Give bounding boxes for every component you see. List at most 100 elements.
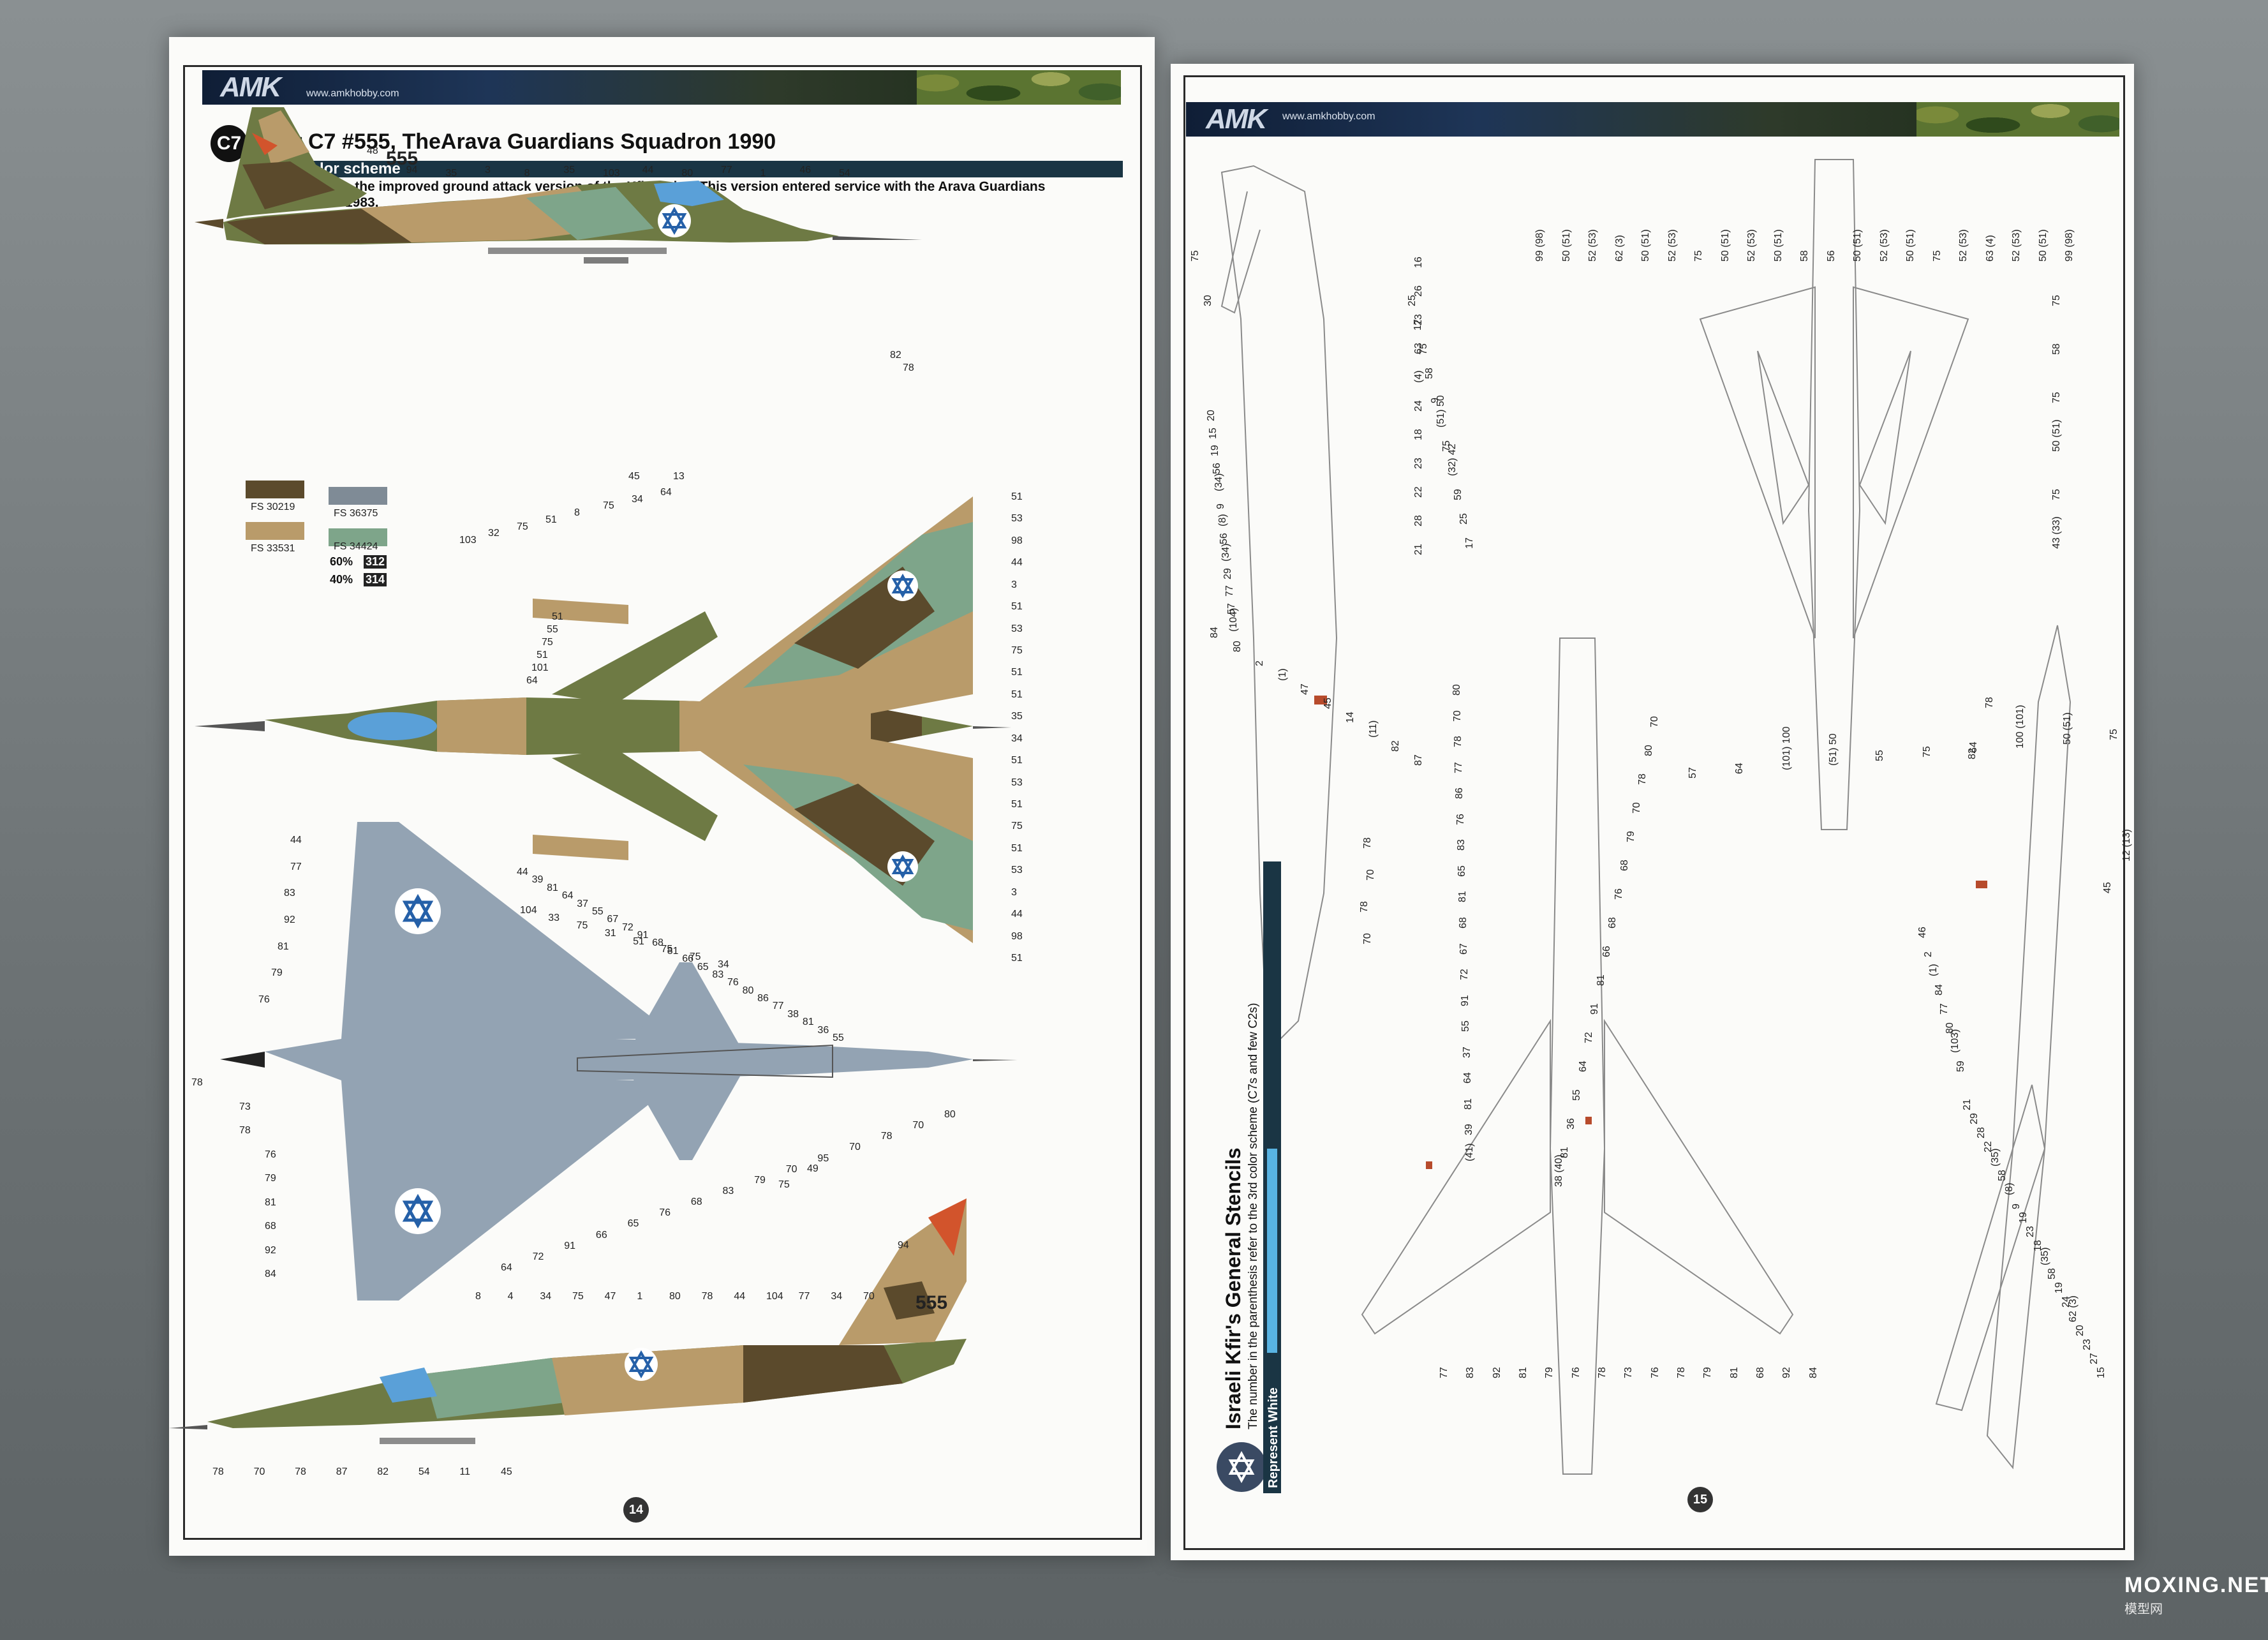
legend-label: Represent White [1266,1387,1280,1488]
side-bottom-callout: 82 [377,1466,389,1477]
stencil-c-callout: 68 [1755,1367,1766,1378]
swatch-fs33531 [246,522,304,540]
top-right-callout: 44 [1011,909,1023,920]
aircraft-drawings: 555 [169,107,1018,1444]
stencil-c-callout: 81 [1518,1367,1529,1378]
bottom-callout: 81 [547,882,558,893]
stencil-b-callout: 58 [1424,368,1435,379]
top-right-callout: 51 [1011,842,1023,854]
stencil-c-callout: 79 [1544,1367,1555,1378]
stencil-c-callout: 76 [1613,888,1624,900]
side-top-callout: 45 [628,471,640,482]
tail-number-top: 555 [386,148,418,169]
stencil-b-callout: 75 [1921,745,1932,757]
bottom-callout: 68 [652,937,663,949]
stencil-a-callout: (34) [1220,543,1232,562]
stencil-b-callout: 52 (53) [1746,229,1757,262]
stencil-b-callout: 52 (53) [2011,229,2022,262]
pct-60: 60% [330,555,353,568]
stencil-b-callout: 59 [1453,489,1464,500]
bottom-callout: 72 [622,921,634,933]
stencil-d-callout: 58 [1997,1169,2008,1181]
stencil-b-callout: 62 (3) [1613,235,1625,262]
stencil-b-callout: 50 (51) [1852,229,1863,262]
top-right-callout: 51 [1011,601,1023,613]
pct-40-number: 314 [364,573,387,586]
side-bottom-callout: 34 [831,1291,843,1302]
top-left-callout: 32 [488,528,500,539]
side-bottom-callout: 4 [507,1291,514,1302]
brand-bar [202,70,917,105]
brand-url: www.amkhobby.com [306,88,399,99]
stencil-a-callout: 2 [1254,660,1266,667]
stencil-b-callout: 100 (101) [2015,704,2026,749]
brand-logo-right: AMK [1206,103,1267,135]
left-page: AMK www.amkhobby.com C7 Kfir C7 #555, Th… [169,37,1155,1556]
swatch-label-fs30219: FS 30219 [251,502,295,512]
top-right-callout: 51 [1011,799,1023,810]
top-right-callout: 75 [1011,645,1023,656]
stencil-d-callout: (35) [2039,1247,2050,1266]
bottom-callout: 73 [239,1101,251,1112]
watermark-sub: 模型网 [2124,1602,2163,1616]
top-view [195,496,1011,943]
bottom-callout: 78 [239,1125,251,1136]
stencil-d-callout: 77 [1939,1003,1950,1015]
top-right-callout: 53 [1011,865,1023,876]
bottom-callout: 36 [817,1024,829,1036]
stencil-c-callout: 80 [1451,684,1462,696]
stencil-b-callout: 52 (53) [1666,229,1678,262]
top-left-callout: 8 [574,507,580,519]
stencil-c-callout: 37 [1461,1046,1472,1058]
stencil-b-callout: 75 [2051,489,2062,500]
bottom-callout: 37 [577,898,589,909]
stencil-b-callout: 17 [1412,319,1423,331]
bottom-callout: 44 [290,835,302,846]
left-page-frame [183,65,1142,1540]
side-top-callout: 46 [799,165,812,175]
stencil-d-callout: 2 [1922,951,1934,957]
stencil-c-callout: 77 [1439,1367,1449,1378]
star-of-david-roundel [1217,1442,1266,1492]
top-left-callout: 75 [517,521,528,532]
stencil-a-callout: 9 [1215,503,1226,509]
swatch-fs34424 [329,528,387,546]
stencil-a-callout: 45 [1322,697,1333,710]
stencil-a-callout: 78 [1359,901,1370,913]
stencil-c-callout: 76 [1455,813,1466,825]
stencil-a-callout: 75 [1190,250,1201,262]
stencil-d-callout: 28 [1976,1127,1987,1139]
bottom-callout: 72 [532,1251,544,1262]
stencil-drawings [1220,159,2072,1475]
bottom-callout: 70 [912,1120,924,1131]
top-left-callout: 75 [542,637,553,648]
stencil-d-callout: 45 [2102,882,2113,893]
side-top-callout: 35 [445,168,457,179]
top-right-callout: 53 [1011,623,1023,634]
side-bottom-callout: 75 [778,1179,790,1190]
stencil-c-callout: 70 [1452,710,1464,722]
stencil-side-view-outline [1220,165,1338,1041]
stencil-b-callout: 58 [2051,343,2062,355]
top-right-callout: 51 [1011,491,1023,502]
stencil-c-callout: 36 [1565,1118,1576,1129]
side-top-callout: 48 [367,145,378,156]
bottom-callout: 67 [607,914,619,925]
stencil-b-callout: (51) 50 [1435,395,1446,428]
stencil-c-callout: 38 (40) [1553,1154,1564,1187]
stencil-c-callout: 81 [1456,891,1468,903]
stencil-b-callout: 63 (4) [1984,235,1996,262]
stencil-b-callout: 52 (53) [1587,229,1598,262]
top-left-callout: 64 [660,487,672,498]
stencil-c-callout: 91 [1460,994,1471,1006]
side-top-callout: 54 [839,168,850,179]
bottom-callout: 92 [284,914,295,925]
stencil-d-callout: (8) [2004,1182,2015,1195]
stencil-c-callout: 39 [1463,1124,1474,1136]
stencil-a-callout: 82 [1390,740,1402,752]
swatch-label-fs33531: FS 33531 [251,543,295,554]
stencil-b-callout: 17 [1464,537,1475,549]
stencil-b-callout: 50 (51) [1772,229,1784,262]
stencil-c-callout: 72 [1583,1032,1594,1043]
stencil-c-callout: 68 [1619,860,1631,871]
